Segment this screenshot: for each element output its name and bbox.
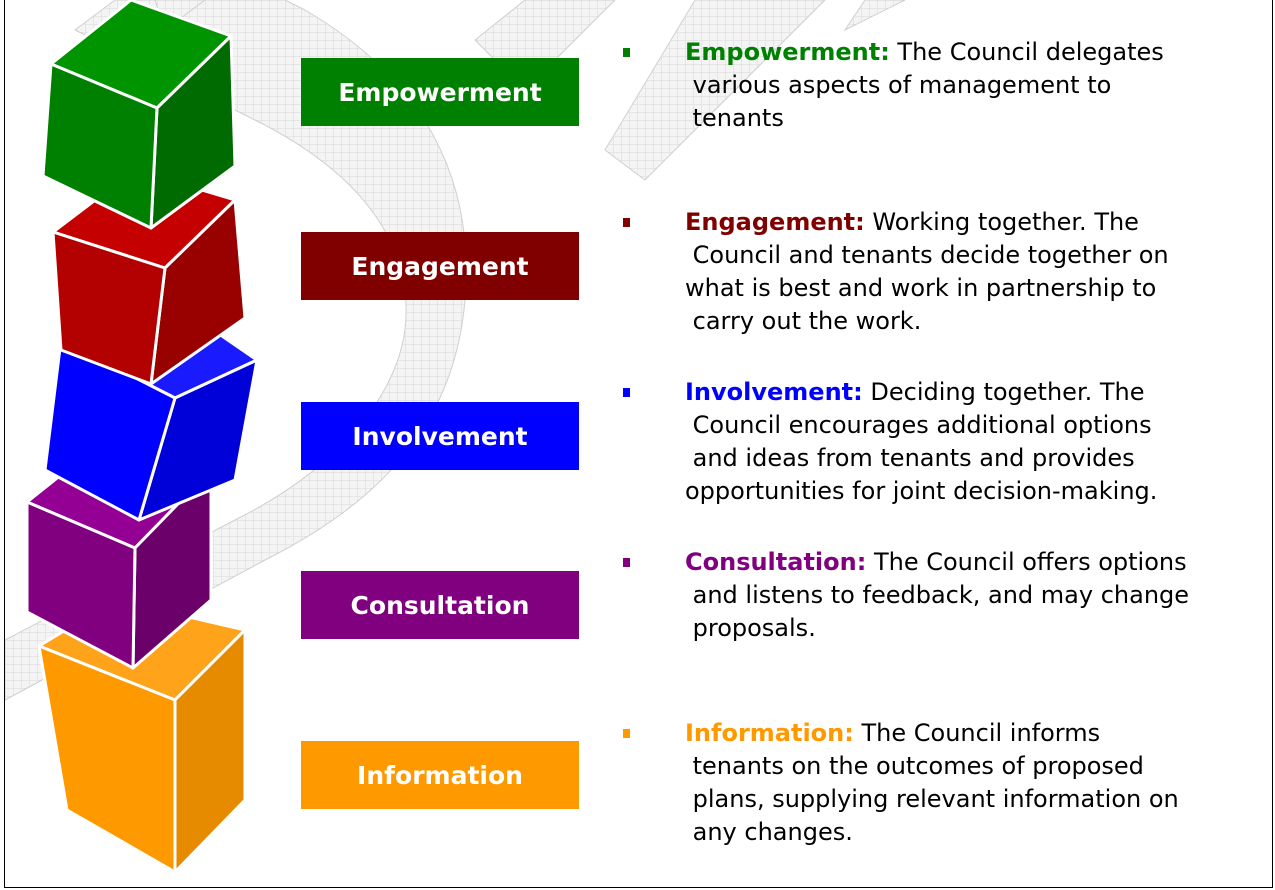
bullet-empowerment — [623, 48, 630, 57]
bullet-engagement — [623, 218, 630, 227]
description-line: Council and tenants decide together on — [685, 239, 1245, 272]
label-information: Information — [301, 741, 579, 809]
description-text: The Council offers options — [866, 548, 1187, 576]
description-text: and ideas from tenants and provides — [685, 444, 1135, 472]
description-text: proposals. — [685, 614, 816, 642]
description-text: and listens to feedback, and may change — [685, 581, 1190, 609]
description-line: opportunities for joint decision-making. — [685, 475, 1245, 508]
description-text: tenants — [685, 104, 784, 132]
bullet-consultation — [623, 558, 630, 567]
stacked-cubes — [25, 0, 259, 874]
description-text: The Council delegates — [889, 38, 1164, 66]
label-empowerment: Empowerment — [301, 58, 579, 126]
description-term: Information: — [685, 719, 854, 747]
label-engagement-text: Engagement — [351, 251, 529, 281]
description-text: any changes. — [685, 818, 853, 846]
description-text: what is best and work in partnership to — [685, 274, 1157, 302]
description-line: and ideas from tenants and provides — [685, 442, 1245, 475]
description-line: carry out the work. — [685, 305, 1245, 338]
description-line: proposals. — [685, 612, 1245, 645]
description-text: Council and tenants decide together on — [685, 241, 1169, 269]
description-line: Council encourages additional options — [685, 409, 1245, 442]
description-line: what is best and work in partnership to — [685, 272, 1245, 305]
description-term: Consultation: — [685, 548, 867, 576]
description-line: various aspects of management to — [685, 69, 1245, 102]
green-cube — [41, 0, 237, 230]
description-text: carry out the work. — [685, 307, 922, 335]
description-line: tenants on the outcomes of proposed — [685, 750, 1245, 783]
orange-cube — [37, 598, 247, 874]
description-line: plans, supplying relevant information on — [685, 783, 1245, 816]
description-text: plans, supplying relevant information on — [685, 785, 1179, 813]
label-consultation-text: Consultation — [350, 590, 530, 620]
label-engagement: Engagement — [301, 232, 579, 300]
description-line: Empowerment: The Council delegates — [685, 36, 1245, 69]
description-term: Involvement: — [685, 378, 863, 406]
orange-cube-front-face — [37, 644, 177, 874]
description-text: tenants on the outcomes of proposed — [685, 752, 1144, 780]
label-consultation: Consultation — [301, 571, 579, 639]
green-cube-front-face — [41, 62, 159, 230]
red-cube-front-face — [51, 230, 167, 386]
description-text: Deciding together. The — [862, 378, 1145, 406]
description-text: opportunities for joint decision-making. — [685, 477, 1158, 505]
description-line: and listens to feedback, and may change — [685, 579, 1245, 612]
label-involvement: Involvement — [301, 402, 579, 470]
label-information-text: Information — [357, 760, 523, 790]
label-involvement-text: Involvement — [352, 421, 528, 451]
description-line: any changes. — [685, 816, 1245, 849]
bullet-involvement — [623, 388, 630, 397]
description-line: Consultation: The Council offers options — [685, 546, 1245, 579]
description-line: Information: The Council informs — [685, 717, 1245, 750]
bullet-information — [623, 729, 630, 738]
description-term: Empowerment: — [685, 38, 890, 66]
label-empowerment-text: Empowerment — [338, 77, 542, 107]
description-line: Involvement: Deciding together. The — [685, 376, 1245, 409]
description-line: tenants — [685, 102, 1245, 135]
description-line: Engagement: Working together. The — [685, 206, 1245, 239]
description-text: Working together. The — [864, 208, 1139, 236]
purple-cube-front-face — [25, 500, 137, 670]
description-text: Council encourages additional options — [685, 411, 1152, 439]
description-text: The Council informs — [853, 719, 1101, 747]
description-text: various aspects of management to — [685, 71, 1112, 99]
description-term: Engagement: — [685, 208, 865, 236]
